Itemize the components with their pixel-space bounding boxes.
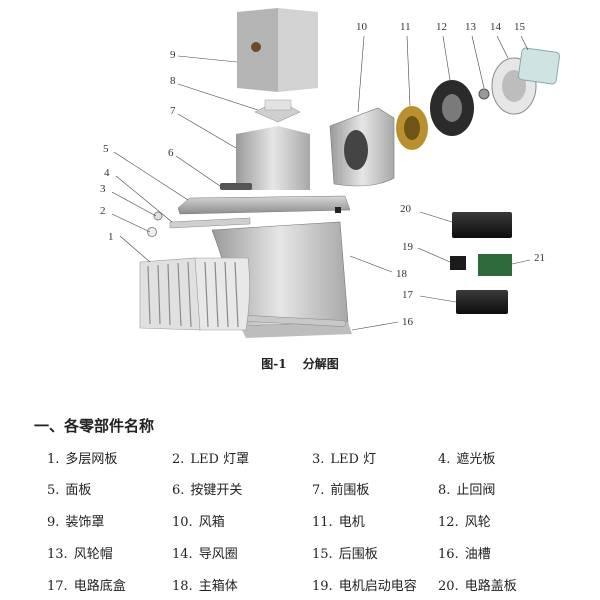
label-19: 19 <box>402 241 414 253</box>
label-14: 14 <box>490 21 502 33</box>
list-item: 13.风轮帽 <box>47 547 113 562</box>
label-5: 5 <box>103 143 109 155</box>
label-10: 10 <box>356 21 368 33</box>
label-13: 13 <box>465 21 477 33</box>
section-title: 一、各零部件名称 <box>34 417 155 435</box>
mesh-filter-part <box>139 257 250 331</box>
label-8: 8 <box>170 75 176 87</box>
label-17: 17 <box>402 289 414 301</box>
list-item: 5.面板 <box>47 483 92 498</box>
panel-part <box>177 195 351 215</box>
button-switch-part <box>220 183 252 190</box>
list-item: 6.按键开关 <box>172 483 243 498</box>
part-number-labels: 1 2 3 4 5 6 7 8 9 10 11 12 13 14 15 16 1… <box>100 21 545 328</box>
led-cover-part <box>147 227 157 237</box>
label-9: 9 <box>170 49 176 61</box>
label-2: 2 <box>100 205 106 217</box>
list-item: 12.风轮 <box>438 515 491 530</box>
label-16: 16 <box>402 316 414 328</box>
list-item: 15.后围板 <box>312 547 378 562</box>
label-12: 12 <box>436 21 447 33</box>
rear-enclosure-part <box>517 47 561 85</box>
front-enclosure-part <box>236 126 310 190</box>
figure-number: 图-1 <box>261 357 287 371</box>
list-item: 18.主箱体 <box>172 579 238 594</box>
led-light-part <box>153 211 163 221</box>
exploded-view-diagram: 1 2 3 4 5 6 7 8 9 10 11 12 13 14 15 16 1… <box>100 8 561 338</box>
impeller-part <box>430 80 474 136</box>
label-21: 21 <box>534 252 545 264</box>
check-valve-part <box>254 99 301 123</box>
list-item: 1.多层网板 <box>47 452 118 467</box>
list-item: 10.风箱 <box>172 515 225 530</box>
circuit-base-box-part <box>456 290 508 314</box>
list-item: 9.装饰罩 <box>47 515 105 530</box>
fan-housing-part <box>329 107 395 187</box>
light-shield-part <box>169 217 251 229</box>
circuit-board-part <box>478 254 512 276</box>
circuit-cover-part <box>452 212 512 238</box>
motor-part <box>396 106 428 150</box>
start-capacitor-part <box>450 256 466 270</box>
label-4: 4 <box>104 167 110 179</box>
figure-caption: 图-1 分解图 <box>0 355 600 372</box>
list-item: 14.导风圈 <box>172 547 238 562</box>
list-item: 2.LED 灯罩 <box>172 452 250 467</box>
label-6: 6 <box>168 147 174 159</box>
list-item: 20.电路盖板 <box>438 579 517 594</box>
list-item: 11.电机 <box>312 515 365 530</box>
list-item: 7.前围板 <box>312 483 370 498</box>
list-item: 19.电机启动电容 <box>312 579 417 594</box>
list-item: 16.油槽 <box>438 547 491 562</box>
list-item: 8.止回阀 <box>438 483 496 498</box>
impeller-cap-part <box>478 88 490 100</box>
decorative-cover-part <box>237 8 318 92</box>
label-20: 20 <box>400 203 412 215</box>
label-7: 7 <box>170 105 176 117</box>
label-1: 1 <box>108 231 114 243</box>
figure-title: 分解图 <box>302 357 339 371</box>
label-3: 3 <box>100 183 106 195</box>
label-18: 18 <box>396 268 408 280</box>
list-item: 17.电路底盒 <box>47 579 126 594</box>
label-15: 15 <box>514 21 526 33</box>
list-item: 3.LED 灯 <box>312 452 377 467</box>
list-item: 4.遮光板 <box>438 452 496 467</box>
label-11: 11 <box>400 21 411 33</box>
